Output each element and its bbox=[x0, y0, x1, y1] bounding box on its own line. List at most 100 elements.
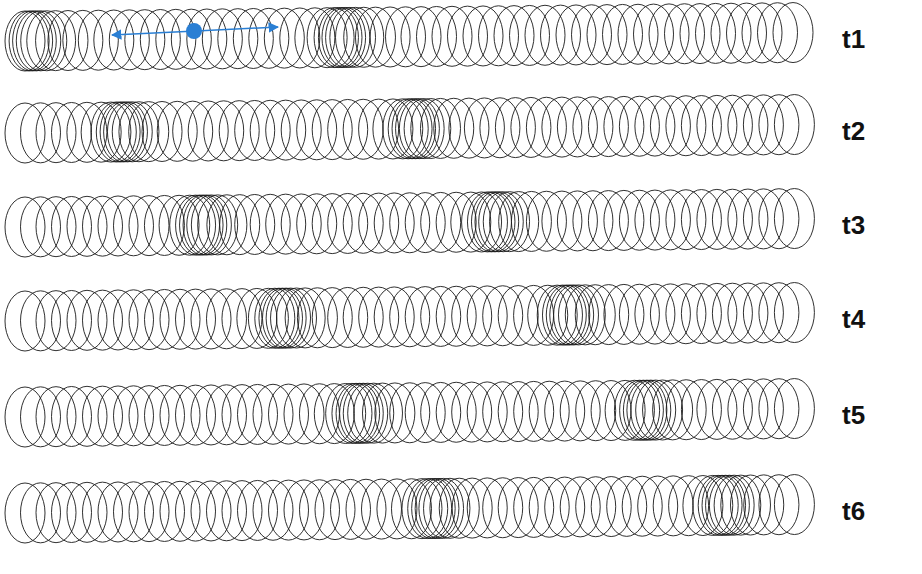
coil-loop bbox=[67, 386, 107, 446]
coil-loop bbox=[359, 193, 399, 253]
coil-loop bbox=[21, 291, 61, 351]
coil-loop bbox=[336, 383, 376, 443]
coil-loop bbox=[452, 382, 492, 442]
coil-loop bbox=[681, 96, 721, 156]
coil-loop bbox=[204, 101, 244, 161]
coil-loop bbox=[697, 379, 737, 439]
coil-loop bbox=[727, 3, 767, 63]
coil-loop bbox=[191, 289, 231, 349]
coil-loop bbox=[774, 379, 814, 439]
coil-loop bbox=[354, 383, 394, 443]
coil-loop bbox=[510, 5, 550, 65]
coil-loop bbox=[94, 10, 134, 70]
coil-loop bbox=[114, 386, 154, 446]
coil-loop bbox=[276, 288, 316, 348]
coil-loop bbox=[104, 102, 144, 162]
coil-loop bbox=[386, 7, 426, 67]
coil-loop bbox=[463, 6, 503, 66]
coil-loop bbox=[759, 95, 799, 155]
coil-loop bbox=[557, 97, 597, 157]
coil-loop bbox=[343, 99, 383, 159]
coil-loop bbox=[284, 384, 324, 444]
coil-loop bbox=[573, 97, 613, 157]
coil-loop bbox=[396, 99, 436, 159]
coil-loop bbox=[235, 100, 275, 160]
coil-loop bbox=[588, 97, 628, 157]
coil-springs bbox=[5, 3, 814, 543]
coil-loop bbox=[635, 284, 675, 344]
coil-loop bbox=[619, 190, 659, 250]
coil-loop bbox=[312, 194, 352, 254]
coil-loop bbox=[604, 190, 644, 250]
coil-loop bbox=[650, 190, 690, 250]
time-label: t6 bbox=[842, 498, 865, 524]
coil-loop bbox=[743, 189, 783, 249]
coil-loop bbox=[269, 480, 309, 540]
coil-loop bbox=[361, 479, 401, 539]
coil-loop bbox=[281, 194, 321, 254]
coil-loop bbox=[36, 11, 76, 71]
coil-loop bbox=[176, 195, 216, 255]
coil-loop bbox=[96, 102, 136, 162]
coil-loop bbox=[542, 97, 582, 157]
coil-loop bbox=[233, 8, 273, 68]
coil-loop bbox=[219, 101, 259, 161]
coil-loop bbox=[5, 197, 45, 257]
coil-loop bbox=[554, 285, 594, 345]
coil-loop bbox=[249, 8, 289, 68]
coil-loop bbox=[631, 380, 671, 440]
coil-loop bbox=[52, 482, 92, 542]
coil-loop bbox=[697, 95, 737, 155]
coil-loop bbox=[362, 383, 402, 443]
coil-loop bbox=[607, 476, 647, 536]
coil-loop bbox=[5, 483, 45, 543]
coil-loop bbox=[36, 197, 76, 257]
coil-loop bbox=[711, 3, 751, 63]
coil-loop bbox=[52, 386, 92, 446]
coil-loop bbox=[494, 6, 534, 66]
coil-loop bbox=[728, 283, 768, 343]
coil-loop bbox=[114, 482, 154, 542]
coil-loop bbox=[666, 96, 706, 156]
coil-loop bbox=[430, 478, 470, 538]
coil-loop bbox=[36, 291, 76, 351]
coil-loop bbox=[589, 285, 629, 345]
coil-loop bbox=[421, 286, 461, 346]
coil-loop bbox=[328, 99, 368, 159]
time-label: t4 bbox=[842, 306, 865, 332]
coil-loop bbox=[587, 5, 627, 65]
coil-loop bbox=[390, 193, 430, 253]
coil-loop bbox=[176, 481, 216, 541]
coil-loop bbox=[297, 194, 337, 254]
coil-loop bbox=[27, 11, 67, 71]
coil-loop bbox=[490, 192, 530, 252]
coil-loop bbox=[759, 475, 799, 535]
coil-spring bbox=[5, 95, 814, 163]
coil-loop bbox=[222, 385, 262, 445]
coil-loop bbox=[680, 4, 720, 64]
coil-loop bbox=[666, 190, 706, 250]
coil-loop bbox=[295, 8, 335, 68]
coil-loop bbox=[467, 192, 507, 252]
coil-loop bbox=[21, 103, 61, 163]
coil-loop bbox=[401, 7, 441, 67]
coil-loop bbox=[206, 289, 246, 349]
coil-loop bbox=[220, 195, 260, 255]
coil-loop bbox=[173, 101, 213, 161]
coil-loop bbox=[187, 9, 227, 69]
coil-spring bbox=[5, 3, 813, 71]
coil-loop bbox=[312, 100, 352, 160]
coil-loop bbox=[404, 99, 444, 159]
coil-loop bbox=[269, 384, 309, 444]
coil-loop bbox=[743, 95, 783, 155]
coil-loop bbox=[557, 191, 597, 251]
coil-loop bbox=[525, 5, 565, 65]
coil-loop bbox=[576, 477, 616, 537]
time-label: t3 bbox=[842, 212, 865, 238]
coil-loop bbox=[511, 191, 551, 251]
coil-loop bbox=[635, 96, 675, 156]
coil-loop bbox=[529, 477, 569, 537]
coil-loop bbox=[681, 190, 721, 250]
coil-loop bbox=[142, 101, 182, 161]
coil-loop bbox=[743, 283, 783, 343]
